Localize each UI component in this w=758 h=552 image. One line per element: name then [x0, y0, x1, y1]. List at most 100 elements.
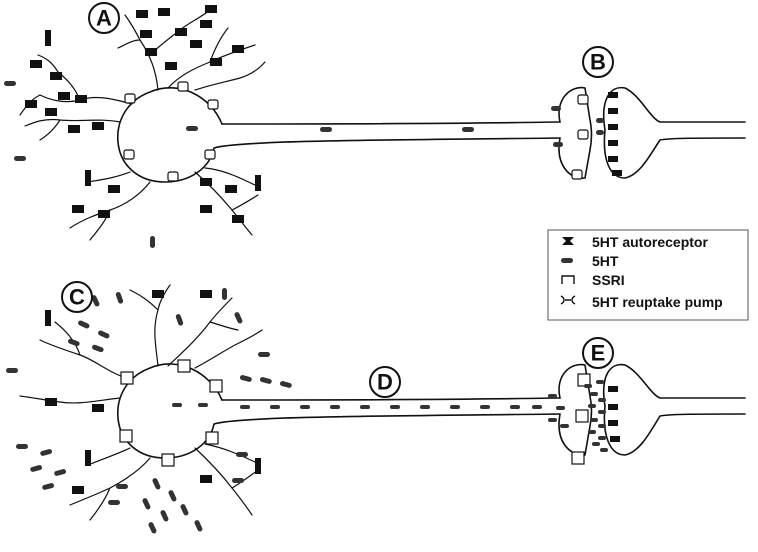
- serotonin-molecule: [596, 130, 604, 135]
- serotonin-molecule: [152, 478, 161, 490]
- serotonin-molecule: [194, 520, 203, 532]
- panel-label-c: C: [61, 281, 93, 313]
- ssri-icon: [209, 379, 223, 393]
- autoreceptor-icon: [608, 420, 618, 426]
- svg-text:B: B: [590, 50, 606, 75]
- serotonin-molecule: [98, 330, 110, 339]
- serotonin-molecule: [30, 465, 43, 472]
- serotonin-molecule: [551, 106, 561, 111]
- serotonin-molecule: [360, 405, 370, 409]
- autoreceptor-icon: [608, 404, 618, 410]
- serotonin-molecule: [148, 522, 157, 534]
- serotonin-molecule: [588, 430, 596, 434]
- autoreceptor-icon: [608, 386, 618, 392]
- serotonin-molecule: [480, 405, 490, 409]
- autoreceptor-icon: [140, 30, 152, 38]
- reuptake-pump-icon: [577, 129, 589, 140]
- serotonin-molecule: [175, 314, 184, 326]
- autoreceptor-icon: [255, 175, 261, 191]
- legend-item-reuptake-pump: 5HT reuptake pump: [560, 294, 723, 310]
- svg-text:D: D: [377, 370, 393, 395]
- serotonin-molecule: [590, 392, 598, 396]
- serotonin-molecule: [4, 81, 16, 86]
- autoreceptor-icon: [562, 237, 574, 245]
- serotonin-molecule: [390, 405, 400, 409]
- serotonin-molecule: [462, 127, 474, 132]
- serotonin-molecule: [234, 312, 243, 324]
- serotonin-molecule: [150, 236, 155, 248]
- legend: 5HT autoreceptor 5HT SSRI 5HT reuptake p…: [547, 229, 749, 321]
- serotonin-molecule: [91, 295, 100, 307]
- serotonin-top: [4, 81, 604, 248]
- svg-text:A: A: [96, 6, 112, 31]
- serotonin-molecule: [270, 405, 280, 409]
- serotonin-molecule: [240, 405, 250, 409]
- serotonin-molecule: [596, 118, 604, 123]
- legend-label-5ht: 5HT: [592, 253, 619, 269]
- panel-label-b: B: [582, 46, 614, 78]
- serotonin-molecule: [592, 442, 600, 446]
- ssri-icon: [177, 359, 191, 373]
- autoreceptor-icon: [72, 486, 84, 494]
- serotonin-molecule: [116, 484, 128, 489]
- serotonin-molecule: [6, 368, 18, 373]
- serotonin-bottom: [6, 288, 608, 534]
- serotonin-molecule: [14, 156, 26, 161]
- serotonin-molecule: [42, 483, 55, 490]
- panel-label-d: D: [369, 366, 401, 398]
- legend-label-reuptake-pump: 5HT reuptake pump: [592, 294, 723, 310]
- panel-label-a: A: [88, 2, 120, 34]
- serotonin-molecule: [320, 127, 332, 132]
- reuptake-pump-icon: [571, 169, 583, 180]
- autoreceptor-icon: [72, 205, 84, 213]
- autoreceptor-icon: [45, 398, 57, 406]
- autoreceptor-icon: [200, 290, 212, 298]
- autoreceptor-icon: [200, 20, 212, 28]
- reuptake-pump-icon: [123, 149, 135, 160]
- serotonin-molecule: [548, 394, 557, 398]
- serotonin-molecule: [420, 405, 430, 409]
- autoreceptor-icon: [50, 72, 62, 80]
- serotonin-molecule: [598, 410, 606, 414]
- serotonin-molecule: [556, 406, 565, 410]
- autoreceptor-icon: [158, 8, 170, 16]
- serotonin-molecule: [560, 424, 569, 428]
- autoreceptor-icon: [232, 45, 244, 53]
- serotonin-molecule: [532, 405, 542, 409]
- serotonin-molecule: [600, 448, 608, 452]
- autoreceptor-icon: [92, 404, 104, 412]
- legend-label-autoreceptor: 5HT autoreceptor: [592, 234, 708, 250]
- serotonin-molecule: [236, 452, 248, 457]
- ssri-bottom: [119, 359, 591, 467]
- serotonin-molecule: [330, 405, 340, 409]
- autoreceptor-icon: [58, 92, 70, 100]
- autoreceptor-icon: [255, 458, 261, 474]
- serotonin-molecule: [142, 498, 151, 510]
- serotonin-molecule: [108, 500, 120, 505]
- svg-text:E: E: [591, 341, 606, 366]
- serotonin-molecule: [115, 292, 124, 304]
- autoreceptor-icon: [145, 48, 157, 56]
- autoreceptor-icon: [108, 185, 120, 193]
- serotonin-molecule: [54, 469, 67, 476]
- serotonin-molecule: [232, 478, 244, 483]
- serotonin-molecule: [584, 384, 592, 388]
- autoreceptor-icon: [45, 310, 51, 326]
- serotonin-molecule: [510, 405, 520, 409]
- serotonin-molecule: [172, 403, 182, 407]
- serotonin-molecule: [160, 510, 169, 522]
- serotonin-molecule: [553, 142, 563, 147]
- autoreceptor-icon: [68, 125, 80, 133]
- serotonin-molecule: [239, 375, 252, 382]
- serotonin-molecule: [598, 424, 606, 428]
- ssri-icon: [575, 409, 589, 423]
- serotonin-molecule: [68, 338, 80, 347]
- legend-label-ssri: SSRI: [592, 272, 625, 288]
- ssri-icon: [161, 453, 175, 467]
- autoreceptor-icon: [85, 450, 91, 466]
- ssri-icon: [205, 431, 219, 445]
- autoreceptor-icon: [225, 185, 237, 193]
- autoreceptor-icon: [608, 124, 618, 130]
- panel-label-e: E: [582, 337, 614, 369]
- serotonin-molecule: [548, 418, 557, 422]
